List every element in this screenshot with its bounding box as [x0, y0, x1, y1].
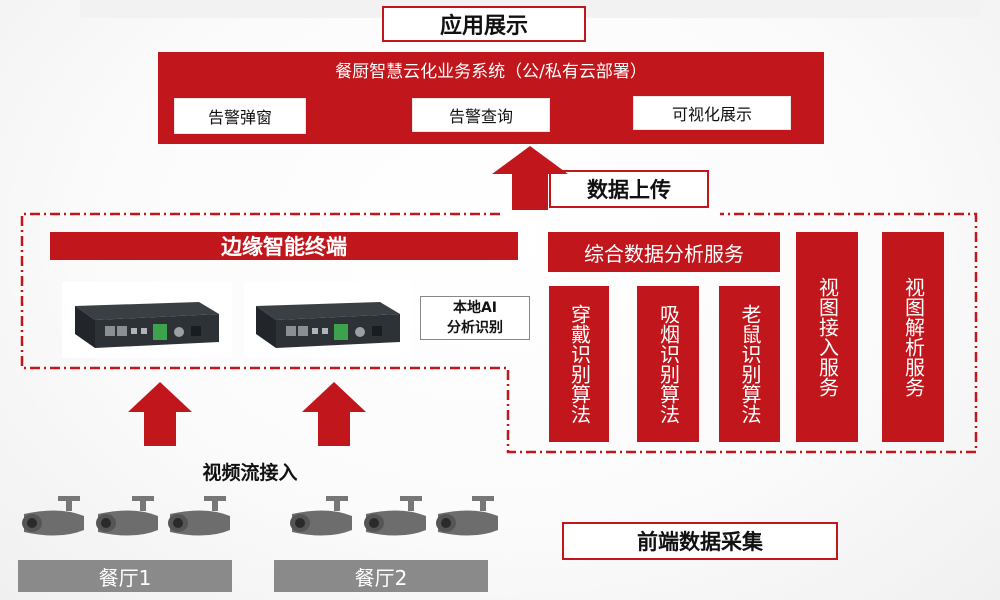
app-layer-title: 应用展示 [382, 6, 586, 42]
restaurant-1: 餐厅1 [18, 560, 232, 592]
upload-arrow [492, 146, 568, 210]
edge-boundary-dashed [20, 212, 978, 454]
local-ai-line2: 分析识别 [447, 320, 503, 336]
edge-device-2-icon [256, 302, 400, 348]
module-alarm-query: 告警查询 [412, 98, 550, 132]
camera-icon [436, 496, 498, 536]
camera-icon [168, 496, 230, 536]
view-parse-service: 视图解析服务 [882, 232, 944, 442]
edge-terminal-title: 边缘智能终端 [50, 232, 518, 260]
restaurant-2: 餐厅2 [274, 560, 488, 592]
edge-device-1-icon [75, 302, 219, 348]
algo-smoking-recognition: 吸烟识别算法 [637, 286, 699, 442]
view-access-service: 视图接入服务 [796, 232, 858, 442]
module-alarm-popup: 告警弹窗 [174, 98, 306, 134]
camera-icon [22, 496, 84, 536]
camera-icon [364, 496, 426, 536]
local-ai-box: 本地AI 分析识别 [420, 296, 530, 340]
video-arrow-2 [302, 382, 366, 446]
algo-rodent-recognition: 老鼠识别算法 [719, 286, 780, 442]
data-upload-label: 数据上传 [549, 170, 709, 208]
edge-device-1 [62, 282, 232, 358]
algo-wearing-recognition: 穿戴识别算法 [549, 286, 609, 442]
analysis-service-title: 综合数据分析服务 [548, 232, 780, 272]
local-ai-line1: 本地AI [452, 300, 498, 316]
edge-device-2 [244, 282, 412, 358]
video-arrow-1 [128, 382, 192, 446]
app-banner-title: 餐厨智慧云化业务系统（公/私有云部署） [335, 61, 647, 82]
video-stream-label: 视频流接入 [202, 461, 298, 484]
camera-icon [290, 496, 352, 536]
frontend-collection-label: 前端数据采集 [562, 522, 838, 560]
camera-icon [96, 496, 158, 536]
module-visualization: 可视化展示 [633, 96, 791, 130]
